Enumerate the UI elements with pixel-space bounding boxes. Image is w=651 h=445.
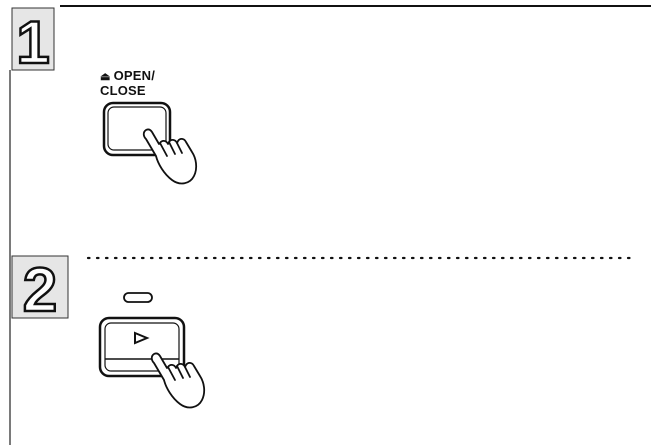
step-2-number: 2 (23, 256, 57, 325)
step-1-number: 1 (16, 9, 49, 76)
open-close-label-line1: ⏏OPEN/ (100, 69, 155, 84)
eject-icon: ⏏ (100, 71, 111, 83)
open-close-label-line2: CLOSE (100, 84, 155, 98)
play-indicator-led (124, 293, 152, 302)
step-1-badge: 1 (12, 8, 54, 76)
open-close-label: ⏏OPEN/ CLOSE (100, 69, 155, 98)
step-2-badge: 2 (12, 256, 68, 325)
